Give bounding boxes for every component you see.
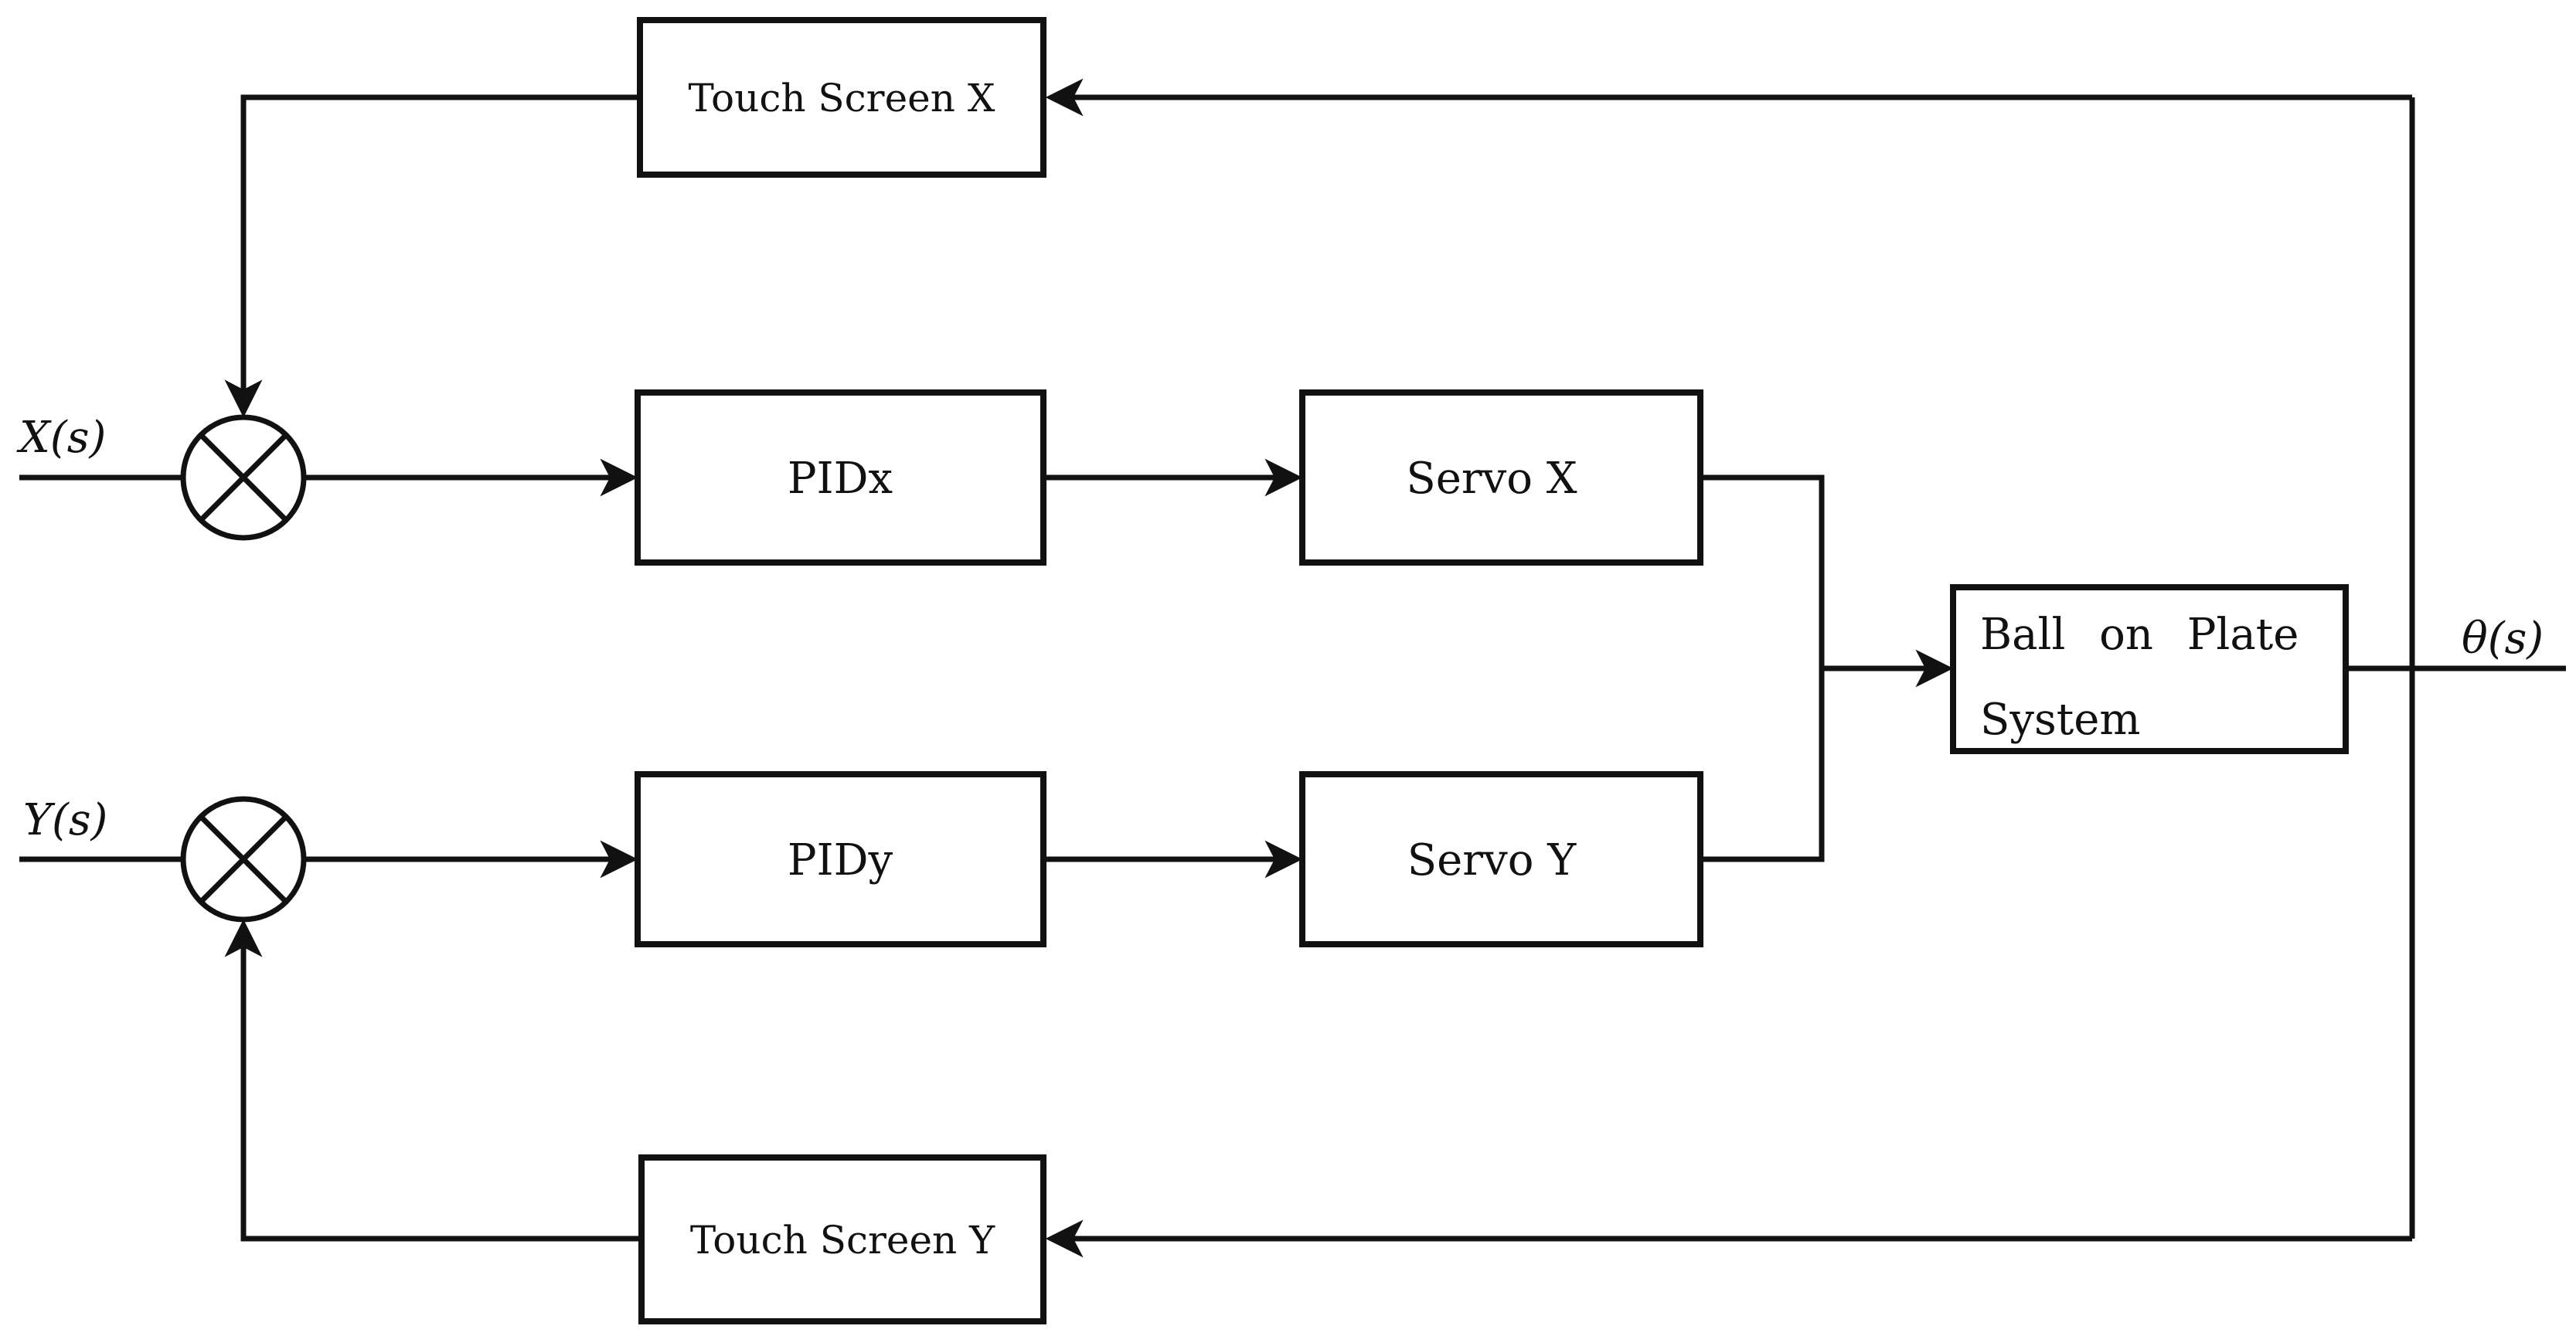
block-touch-screen-y-rect <box>638 1154 1046 1324</box>
block-servo-x-rect <box>1299 389 1703 566</box>
block-servo-y: Servo Y <box>1299 771 1703 947</box>
touchy-to-sumy-wire <box>224 919 641 1242</box>
block-pid-y-label: PIDy <box>788 835 893 886</box>
input-y-signal-label: Y(s) <box>23 795 107 845</box>
block-pid-y: PIDy <box>635 771 1046 947</box>
block-pid-x-rect <box>635 389 1046 566</box>
block-ball-on-plate-label-line2: System <box>1980 695 2140 745</box>
touchx-to-sumx-wire <box>224 94 640 418</box>
sum-junction-y-cross-2 <box>199 814 288 904</box>
block-touch-screen-y-label: Touch Screen Y <box>690 1218 995 1263</box>
block-touch-screen-y: Touch Screen Y <box>638 1154 1046 1324</box>
sum-junction-x-cross-2 <box>199 433 288 522</box>
block-servo-x: Servo X <box>1299 389 1703 566</box>
block-pid-y-rect <box>635 771 1046 947</box>
block-touch-screen-x: Touch Screen X <box>637 17 1046 178</box>
servox-output-wire <box>1700 474 1825 668</box>
block-touch-screen-x-label: Touch Screen X <box>689 76 995 121</box>
block-servo-y-label: Servo Y <box>1407 835 1577 886</box>
block-touch-screen-x-rect <box>637 17 1046 178</box>
block-ball-on-plate: Ball on Plate System <box>1950 584 2349 754</box>
block-servo-y-rect <box>1299 771 1703 947</box>
block-ball-on-plate-label-line1: Ball on Plate <box>1980 610 2299 660</box>
block-servo-x-label: Servo X <box>1406 454 1577 504</box>
block-pid-x: PIDx <box>635 389 1046 566</box>
input-x-signal-label: X(s) <box>16 413 106 463</box>
block-ball-on-plate-rect <box>1950 584 2349 754</box>
output-signal-label: θ(s) <box>2462 614 2544 664</box>
sum-junction-y <box>180 796 307 923</box>
sum-junction-x <box>180 414 307 541</box>
block-pid-x-label: PIDx <box>788 454 893 504</box>
servoy-output-wire <box>1700 668 1825 862</box>
